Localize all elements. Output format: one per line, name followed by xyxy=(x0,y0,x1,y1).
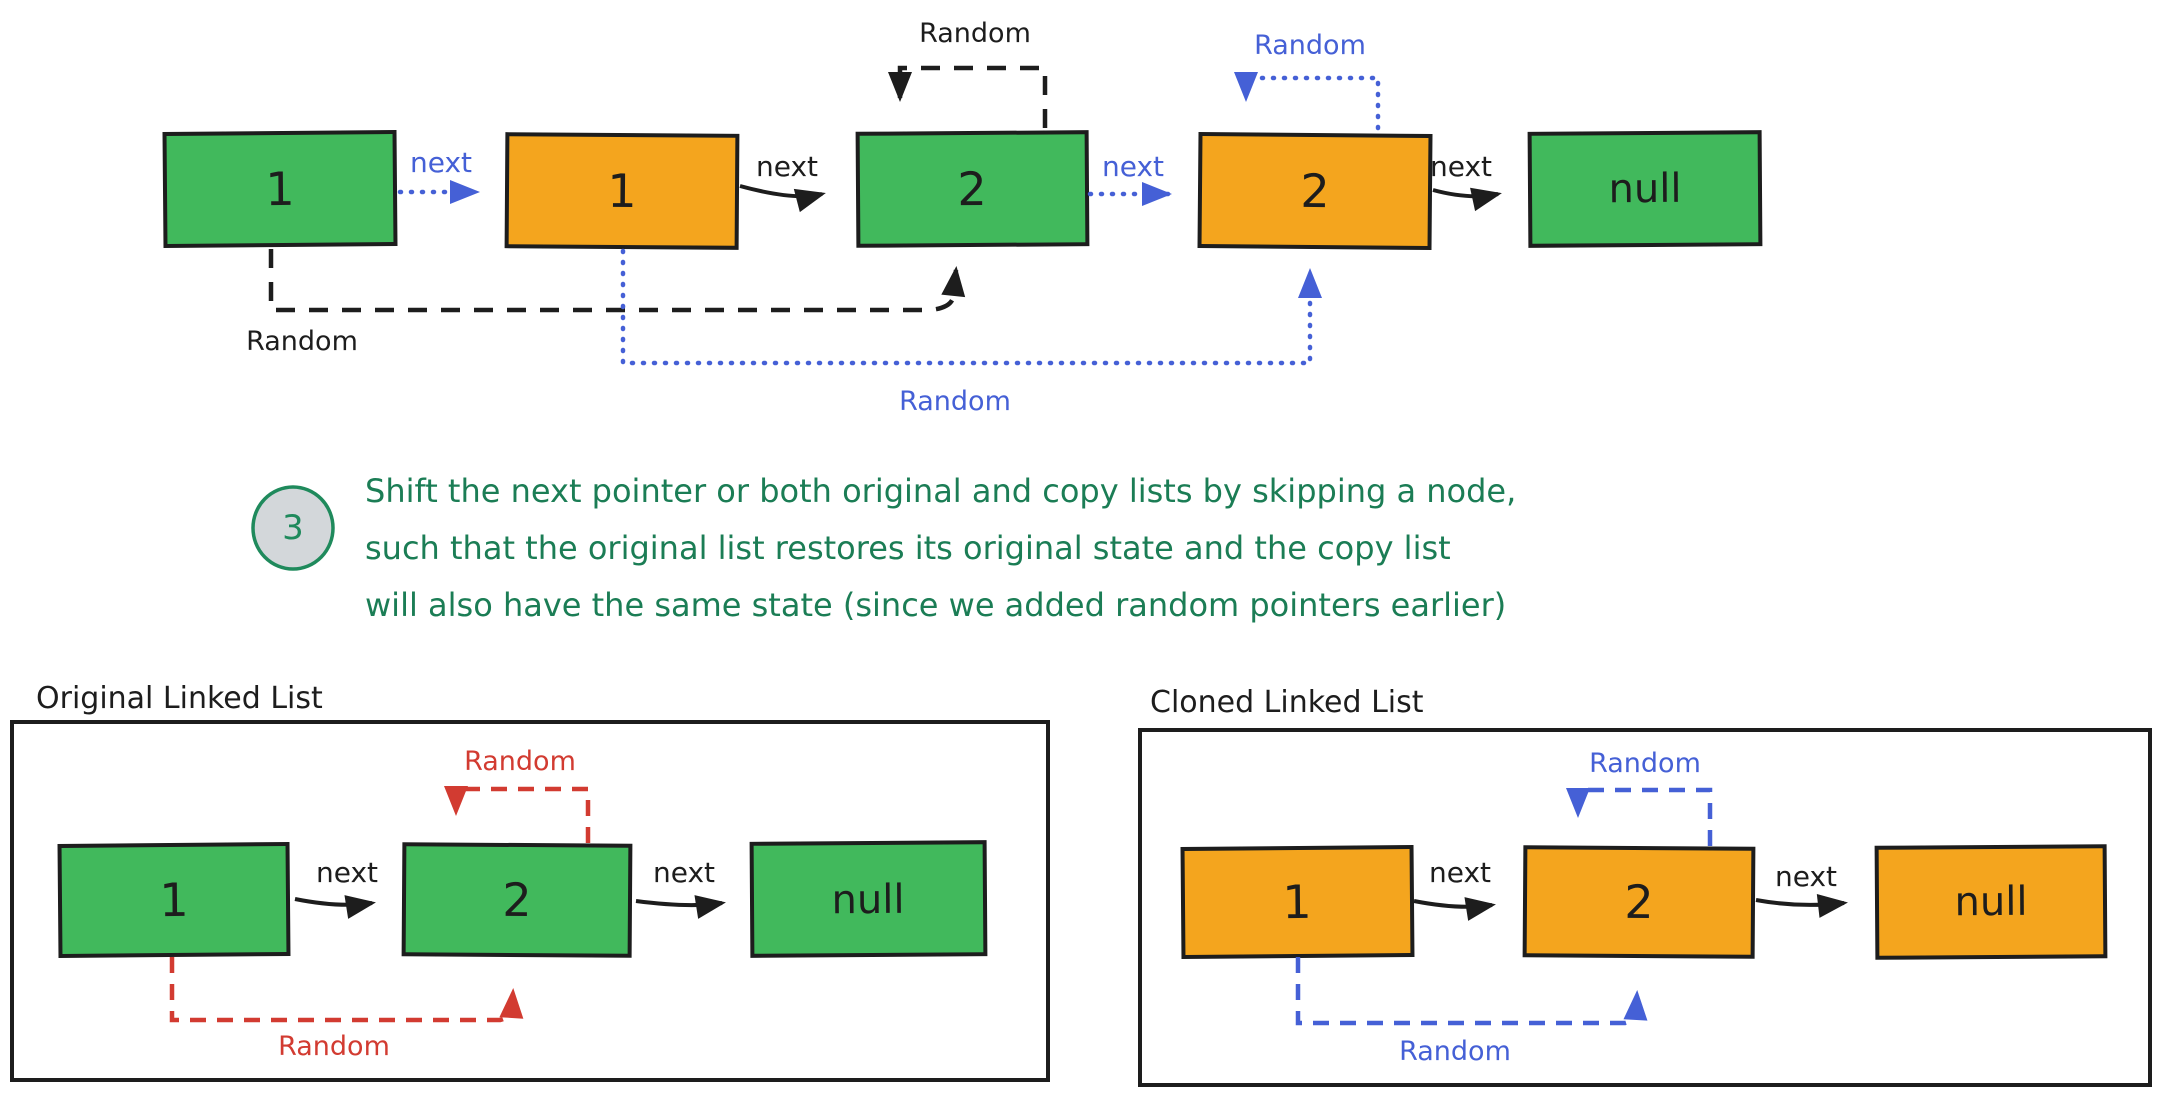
cloned-node-null-label: null xyxy=(1954,879,2027,926)
original-random-loop-arrow xyxy=(444,786,591,843)
step-text-line-1: Shift the next pointer or both original … xyxy=(365,472,1516,510)
original-random-loop-label: Random xyxy=(464,746,576,777)
random-loop-label-clone: Random xyxy=(1254,30,1366,61)
random-bottom-arrow-clone xyxy=(620,248,1322,366)
original-node-1: 1 xyxy=(57,841,291,959)
random-bottom-label-original: Random xyxy=(246,326,358,357)
random-loop-label-original: Random xyxy=(919,18,1031,49)
cloned-next-arrow-1 xyxy=(1413,897,1496,921)
step-text-line-2: such that the original list restores its… xyxy=(365,529,1451,567)
cloned-list-box xyxy=(1138,728,2152,1087)
cloned-list-section: Cloned Linked List 1 2 null next next Ra… xyxy=(1138,685,2152,1087)
top-node-original-1: 1 xyxy=(162,129,398,249)
random-bottom-arrow-original xyxy=(268,249,966,313)
cloned-random-loop-arrow xyxy=(1566,787,1713,846)
next-arrow-black-2 xyxy=(1432,187,1502,212)
top-node-original-2: 2 xyxy=(855,130,1090,248)
step-number-circle xyxy=(251,485,335,571)
cloned-random-bottom-arrow xyxy=(1295,957,1648,1026)
cloned-next-label-1: next xyxy=(1429,856,1491,889)
original-random-bottom-label: Random xyxy=(278,1031,390,1062)
step-text-line-3: will also have the same state (since we … xyxy=(365,586,1506,624)
cloned-next-label-2: next xyxy=(1775,860,1837,893)
top-node-copy-1-label: 1 xyxy=(607,164,637,218)
original-random-bottom-arrow xyxy=(169,957,524,1023)
random-loop-arrow-original xyxy=(888,65,1048,128)
top-node-copy-2-label: 2 xyxy=(1300,164,1330,218)
next-label-blue-1: next xyxy=(410,146,472,179)
original-next-label-2: next xyxy=(653,856,715,889)
cloned-next-arrow-2 xyxy=(1755,894,1848,918)
cloned-node-null: null xyxy=(1874,844,2108,960)
top-node-null: null xyxy=(1527,130,1763,248)
step-number: 3 xyxy=(282,508,304,548)
original-list-box xyxy=(10,720,1050,1082)
next-label-blue-2: next xyxy=(1102,150,1164,183)
original-node-null: null xyxy=(749,840,988,958)
cloned-random-loop-label: Random xyxy=(1589,748,1701,779)
top-interleaved-list: 1 1 2 2 null next next next next Random xyxy=(162,18,1763,417)
top-node-original-1-label: 1 xyxy=(265,162,295,216)
step-annotation: 3 Shift the next pointer or both origina… xyxy=(251,472,1516,624)
cloned-node-1-label: 1 xyxy=(1282,875,1312,929)
original-list-title: Original Linked List xyxy=(36,681,323,716)
original-list-section: Original Linked List 1 2 null next next … xyxy=(10,681,1050,1082)
next-label-black-1: next xyxy=(756,150,818,183)
cloned-random-bottom-label: Random xyxy=(1399,1036,1511,1067)
top-node-copy-2: 2 xyxy=(1197,131,1433,251)
random-loop-arrow-clone xyxy=(1234,72,1381,131)
original-next-arrow-1 xyxy=(294,895,376,919)
top-node-copy-1: 1 xyxy=(504,132,740,250)
top-node-null-label: null xyxy=(1608,166,1681,213)
original-node-2-label: 2 xyxy=(502,873,532,927)
cloned-node-2-label: 2 xyxy=(1624,875,1654,929)
original-next-label-1: next xyxy=(316,856,378,889)
cloned-list-title: Cloned Linked List xyxy=(1150,685,1424,720)
top-node-original-2-label: 2 xyxy=(957,162,987,216)
next-label-black-2: next xyxy=(1430,150,1492,183)
random-bottom-label-clone: Random xyxy=(899,386,1011,417)
cloned-node-1: 1 xyxy=(1180,844,1415,960)
original-node-null-label: null xyxy=(831,877,904,924)
original-node-1-label: 1 xyxy=(159,873,189,927)
original-node-2: 2 xyxy=(401,842,633,958)
original-next-arrow-2 xyxy=(635,895,726,919)
next-arrow-black-1 xyxy=(739,184,826,213)
cloned-node-2: 2 xyxy=(1522,845,1756,959)
